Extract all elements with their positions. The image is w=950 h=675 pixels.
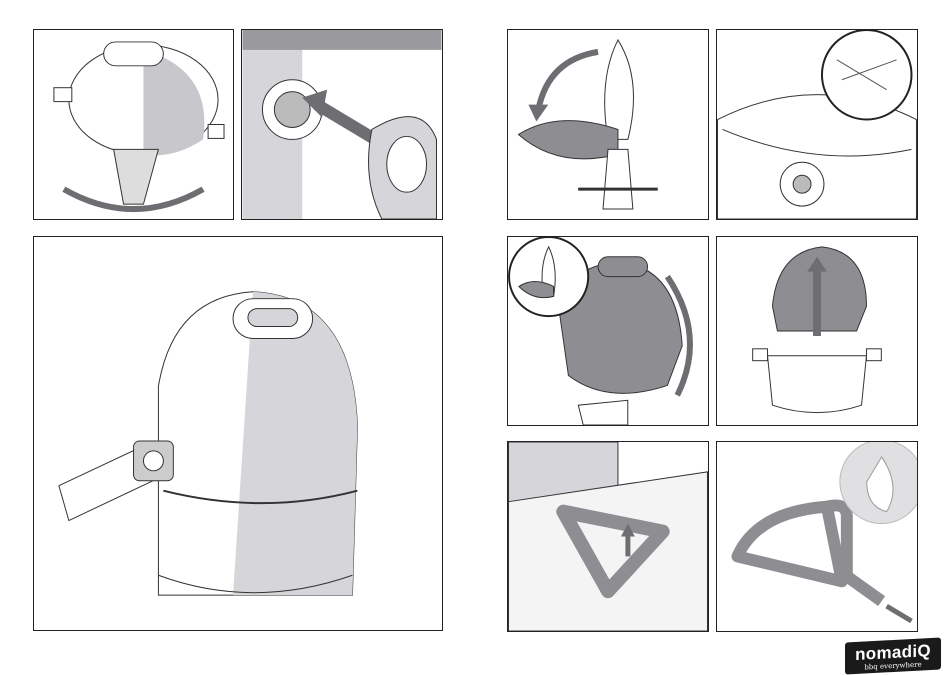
- figure-gas-connection-detail: [716, 29, 918, 220]
- figure-clean-burner: [716, 441, 918, 632]
- figure-remove-burner: [507, 441, 709, 632]
- figure-lift-lid-off: [716, 236, 918, 426]
- figure-rotate-grill-body: [507, 236, 709, 426]
- figure-insert-regulator: [241, 29, 443, 220]
- figure-grill-closed-side-view: [33, 236, 443, 631]
- nomadiq-logo: nomadiQ bbq everywhere: [845, 637, 941, 675]
- figure-fold-lid-rotation: [507, 29, 709, 220]
- figure-rotate-grill-base: [33, 29, 234, 220]
